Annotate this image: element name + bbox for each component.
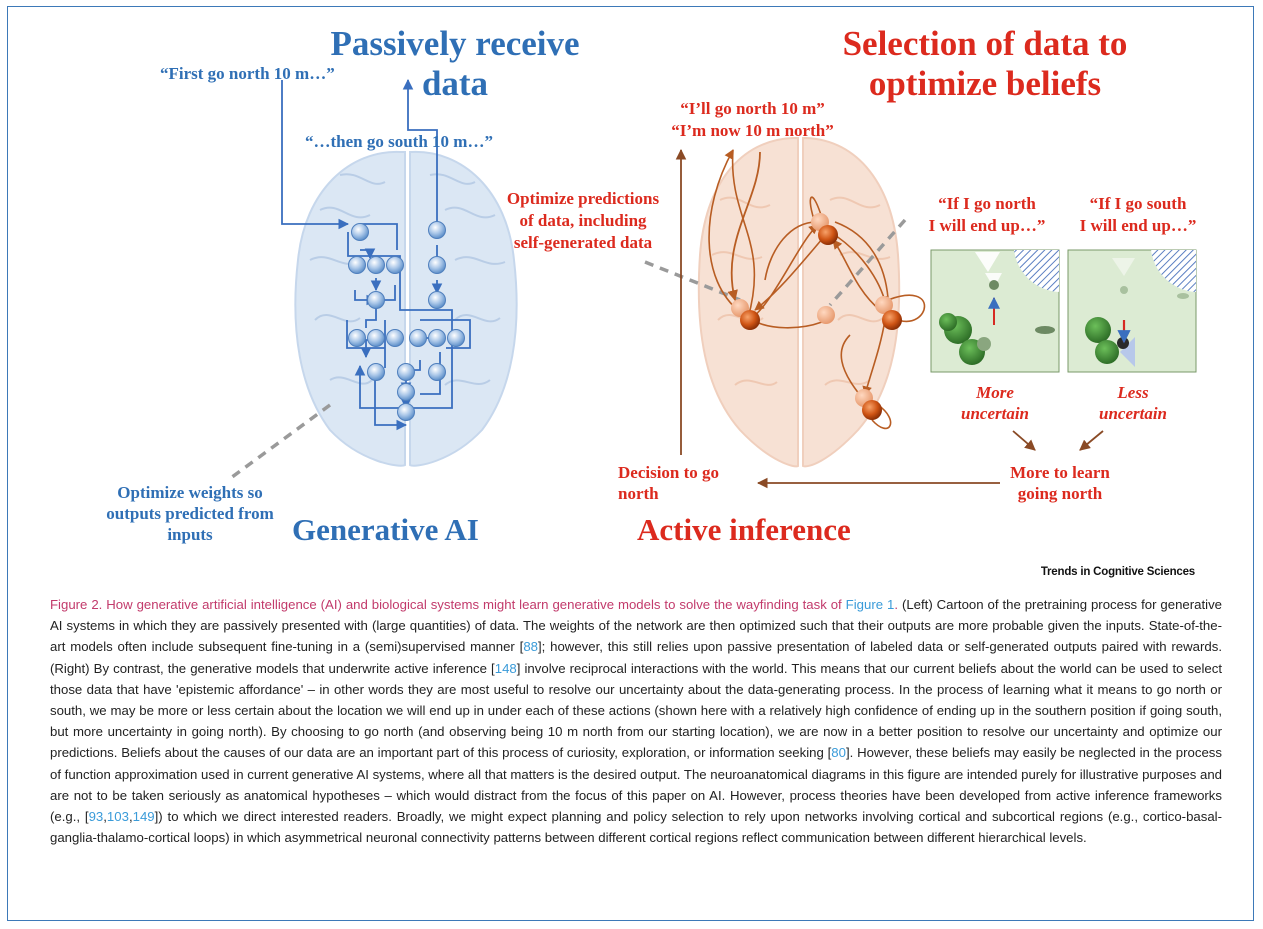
map-panel-north (930, 249, 1060, 373)
optimize-predictions-note: Optimize predictions of data, including … (506, 189, 660, 252)
ref-103-link[interactable]: 103 (106, 809, 129, 825)
right-network-nodes (731, 213, 902, 420)
figure-frame (7, 6, 1254, 921)
quote-first-go-north: “First go north 10 m…” (160, 64, 335, 83)
more-to-learn-label: More to learn going north (1010, 463, 1110, 503)
more-uncertain-label: More uncertain (960, 383, 1030, 423)
if-go-north-quote: “If I go north I will end up…” (928, 194, 1046, 235)
figure-caption: Figure 2. How generative artificial inte… (50, 597, 1222, 846)
left-network-nodes (348, 221, 465, 421)
quote-go-north-now-north: “I’ll go north 10 m” “I’m now 10 m north… (671, 99, 834, 140)
optimize-weights-note: Optimize weights so outputs predicted fr… (106, 483, 274, 544)
generative-ai-label: Generative AI (292, 512, 479, 547)
left-brain-illustration (294, 150, 518, 467)
passive-receive-title: Passively receive data (330, 24, 580, 103)
ref-93-link[interactable]: 93 (88, 809, 104, 825)
selection-of-data-title: Selection of data to optimize beliefs (842, 24, 1128, 103)
quote-then-go-south: “…then go south 10 m…” (305, 132, 493, 151)
if-go-south-quote: “If I go south I will end up…” (1079, 194, 1197, 235)
ref-148-link[interactable]: 148 (494, 660, 517, 676)
active-inference-label: Active inference (637, 512, 851, 547)
ref-80-link[interactable]: 80 (831, 745, 846, 761)
less-uncertain-label: Less uncertain (1098, 383, 1168, 423)
figure-illustration (226, 78, 1197, 489)
ref-88-link[interactable]: 88 (523, 639, 538, 655)
caption-title: Figure 2. How generative artificial inte… (50, 597, 846, 612)
figure-1-link[interactable]: Figure 1 (845, 597, 895, 612)
journal-source-label: Trends in Cognitive Sciences (1040, 566, 1195, 578)
if-north-pointer-line (828, 218, 907, 307)
decision-to-go-north-label: Decision to go north (618, 463, 720, 503)
weights-pointer-line (226, 403, 332, 482)
action-arrows (675, 148, 1104, 489)
ref-149-link[interactable]: 149 (132, 809, 155, 825)
map-panel-south (1067, 249, 1197, 373)
